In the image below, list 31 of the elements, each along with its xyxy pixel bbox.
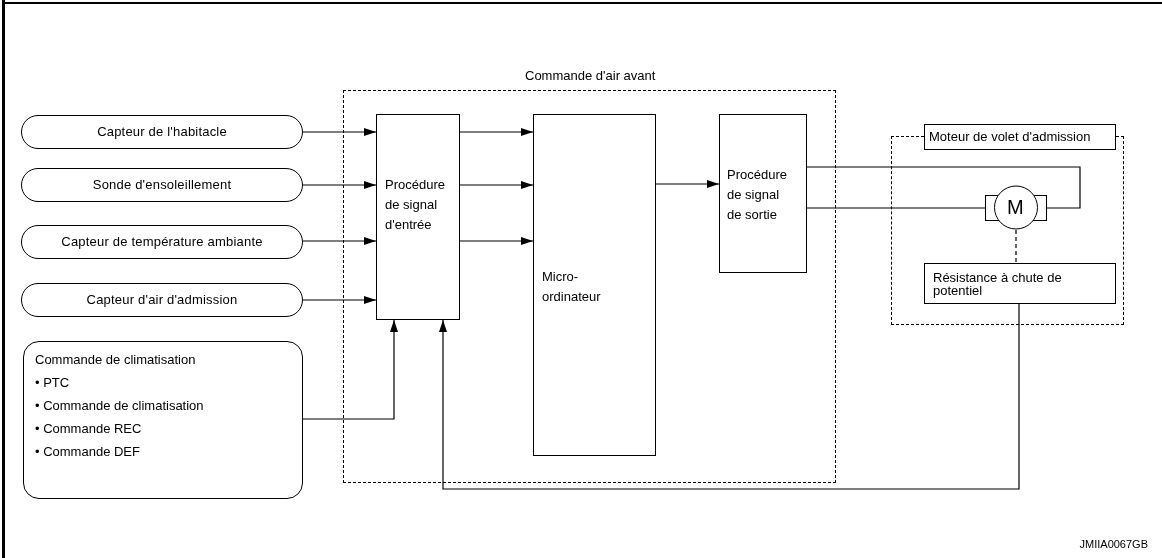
arrow xyxy=(459,128,534,136)
arrow xyxy=(655,180,720,188)
arrow xyxy=(302,319,398,420)
arrow xyxy=(459,237,534,245)
arrow xyxy=(459,181,534,189)
sensor-pill: Capteur de l'habitacle xyxy=(21,115,303,149)
wire xyxy=(806,166,1081,209)
arrow xyxy=(439,303,1020,490)
arrow xyxy=(302,296,377,304)
list-item: • Commande DEF xyxy=(35,444,140,460)
motor-symbol xyxy=(985,185,1047,230)
arrow xyxy=(302,237,377,245)
sensor-pill: Sonde d'ensoleillement xyxy=(21,168,303,202)
process-box: Micro-ordinateur xyxy=(533,114,656,456)
process-box: Procédure de signal d'entrée xyxy=(376,114,460,320)
list-item: • PTC xyxy=(35,375,70,391)
wire xyxy=(806,207,986,209)
list-item: • Commande REC xyxy=(35,421,142,437)
arrow xyxy=(302,181,377,189)
group-title: Commande d'air avant xyxy=(525,68,656,84)
list-item: • Commande de climatisation xyxy=(35,398,204,414)
dashed-link xyxy=(1015,229,1017,264)
motor-label: M xyxy=(1007,196,1024,218)
group-title: Moteur de volet d'admission xyxy=(924,124,1116,150)
panel-heading: Commande de climatisation xyxy=(35,352,196,368)
process-box: Procédure de signal de sortie xyxy=(719,114,807,273)
figure-code: JMIIA0067GB xyxy=(1079,538,1148,551)
process-box: Résistance à chute de potentiel xyxy=(924,263,1116,304)
sensor-pill: Capteur d'air d'admission xyxy=(21,283,303,317)
sensor-pill: Capteur de température ambiante xyxy=(21,225,303,259)
arrow xyxy=(302,128,377,136)
